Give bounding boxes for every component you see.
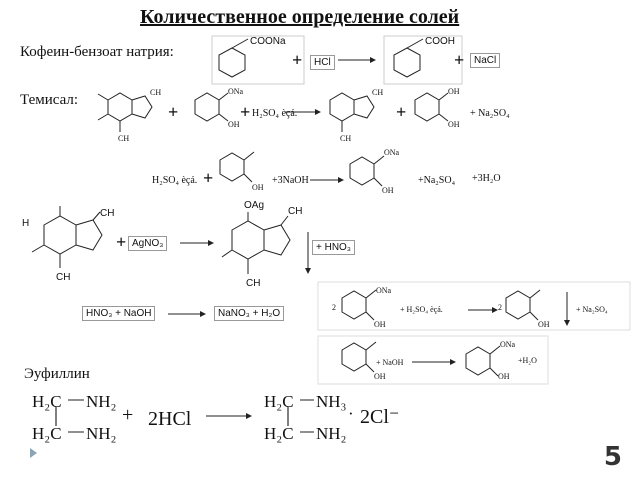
ona-group: ONa	[500, 340, 516, 349]
h2so4-reagent: + H₂SO₄ èçá.	[400, 305, 443, 314]
naoh-reagent: + NaOH	[376, 358, 404, 367]
na2so4-product: +Na₂SO₄	[418, 175, 456, 186]
plus-sign: +	[240, 102, 251, 122]
methyl-label: CH	[340, 134, 352, 143]
hno3-product: + HNO₃	[312, 240, 355, 255]
oh-group: OH	[448, 87, 460, 96]
nacl-product: NaCl	[470, 53, 501, 68]
euphyllin-label: Эуфиллин	[24, 366, 90, 382]
nano3-h2o-product: NaNO₃ + H₂O	[214, 306, 285, 321]
caffeine-label: Кофеин-бензоат натрия:	[20, 44, 174, 60]
methylene-label: H₂C	[264, 424, 294, 443]
amine-label: NH₂	[86, 424, 117, 443]
plus-sign: +	[203, 168, 214, 188]
page-title: Количественное определение солей	[140, 6, 460, 28]
methylene-label: H₂C	[32, 392, 62, 411]
ammonium-label: NH₃	[316, 392, 347, 411]
na2so4-product: + Na₂SO₄	[576, 305, 608, 314]
coona-group: COONa	[250, 36, 286, 47]
ammonium-label: NH₂	[316, 424, 347, 443]
oh-group: OH	[382, 186, 394, 195]
nav-arrow-icon[interactable]	[30, 448, 37, 458]
oh-group: OH	[374, 372, 386, 381]
oh-group: OH	[374, 320, 386, 329]
plus-sign: +	[454, 50, 465, 70]
oh-group: OH	[228, 120, 240, 129]
ona-group: ONa	[376, 286, 392, 295]
naoh-reagent: +3NaOH	[272, 175, 309, 186]
dot-separator: ·	[348, 404, 354, 423]
h2so4-reagent: H₂SO₄ èçá.	[152, 175, 198, 186]
oh-group: OH	[498, 372, 510, 381]
coefficient: 2	[332, 303, 336, 312]
ona-group: ONa	[228, 87, 244, 96]
hcl-reagent: 2HCl	[148, 408, 192, 430]
page-number: 5	[603, 442, 622, 472]
cooh-group: COOH	[425, 36, 455, 47]
oh-group: OH	[252, 183, 264, 192]
hcl-reagent: HCl	[310, 55, 335, 70]
plus-sign: +	[122, 404, 134, 426]
amine-label: NH₂	[86, 392, 117, 411]
ona-group: ONa	[384, 148, 400, 157]
coefficient: 2	[498, 303, 502, 312]
h2so4-reagent: H₂SO₄ èçá.	[252, 108, 298, 119]
plus-sign: +	[168, 102, 179, 122]
methyl-label: CH	[372, 88, 384, 97]
agno3-reagent: AgNO₃	[128, 236, 168, 251]
na2so4-product: + Na₂SO₄	[470, 108, 510, 119]
methyl-label: CH	[246, 278, 261, 289]
methyl-label: CH	[150, 88, 162, 97]
h2o-product: +H₂O	[518, 356, 537, 365]
oh-group: OH	[538, 320, 550, 329]
methyl-label: CH	[118, 134, 130, 143]
hno3-naoh-equation: HNO₃ + NaOH	[82, 306, 156, 321]
h2o-product: +3H₂O	[472, 173, 501, 184]
oag-group: OAg	[244, 200, 265, 211]
chloride-label: 2Cl⁻	[360, 406, 400, 428]
plus-sign: +	[396, 102, 407, 122]
plus-sign: +	[292, 50, 303, 70]
plus-sign: +	[116, 232, 127, 252]
methylene-label: H₂C	[264, 392, 294, 411]
methylene-label: H₂C	[32, 424, 62, 443]
methyl-label: CH	[288, 206, 303, 217]
methyl-label: CH	[56, 272, 71, 283]
temisal-label: Темисал:	[20, 92, 79, 108]
methyl-label: CH	[100, 208, 115, 219]
hydrogen-label: H	[22, 218, 30, 229]
oh-group: OH	[448, 120, 460, 129]
